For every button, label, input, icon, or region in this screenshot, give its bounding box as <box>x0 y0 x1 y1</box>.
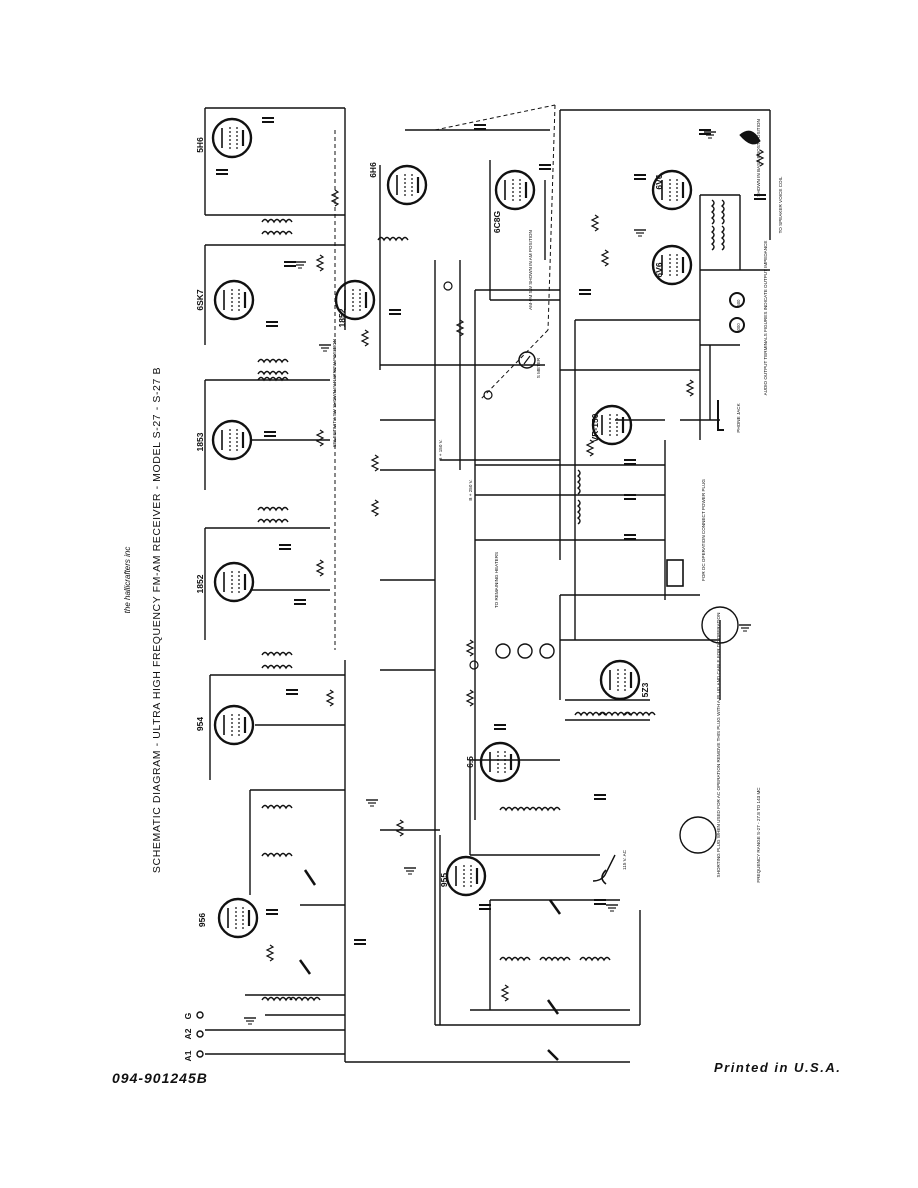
label-1852-b: 1852 <box>337 308 347 327</box>
label-jack-500: 500 <box>736 299 741 307</box>
label-a2: A2 <box>183 1028 193 1039</box>
tube-labels: 5H6 6SK7 1853 1852 954 956 1852 6H6 6C8G… <box>195 137 664 927</box>
label-954: 954 <box>195 717 205 731</box>
label-6h6: 6H6 <box>368 162 378 178</box>
note-heaters: TO REMAINING HEATERS <box>494 552 499 608</box>
gang-lines <box>334 104 556 650</box>
note-audio-output: AUDIO OUTPUT TERMINALS FIGURES INDICATE … <box>763 241 768 396</box>
label-956: 956 <box>197 913 207 927</box>
note-line: 115 V. AC <box>622 849 627 870</box>
label-a1: A1 <box>183 1050 193 1061</box>
note-freq-range: FREQUENCY RANGE S-27 - 27.8 TO 143 MC <box>756 787 761 883</box>
tube-956 <box>217 897 259 939</box>
label-6v6-b: 6V6 <box>654 262 664 277</box>
label-g: G <box>183 1012 193 1019</box>
label-6-5: 6.5 <box>465 756 475 768</box>
label-jack-5000: 5000 <box>736 323 741 333</box>
title-text: SCHEMATIC DIAGRAM - ULTRA HIGH FREQUENCY… <box>151 367 163 873</box>
label-1852-a: 1852 <box>195 574 205 593</box>
tube-5h6-top <box>211 117 253 159</box>
tube-6sk7 <box>213 279 255 321</box>
label-1853: 1853 <box>195 432 205 451</box>
tube-954 <box>213 704 255 746</box>
note-fm-am-switch: AM-FM SW SHOWN IN AM POSITION <box>528 230 533 310</box>
note-dc-power: FOR DC OPERATION CONNECT POWER PLUG <box>701 479 706 581</box>
part-number: 094-901245B <box>112 1070 208 1086</box>
label-5h6-top: 5H6 <box>195 137 205 153</box>
resistors <box>266 149 764 1002</box>
schematic-notes: AM-FM SW SHOWN IN AM POSITION SELECTIVIT… <box>332 119 783 882</box>
tube-1852-a <box>213 561 255 603</box>
wiring <box>204 107 771 1063</box>
label-5z3: 5Z3 <box>640 682 650 697</box>
tube-5z3 <box>599 659 641 701</box>
note-b150: B + 150 V. <box>438 439 443 460</box>
note-b250: B + 250 V. <box>468 479 473 500</box>
note-phone-jack: PHONE JACK <box>736 402 741 432</box>
capacitors <box>215 117 767 945</box>
tube-955 <box>445 855 487 897</box>
antenna-labels: A1 A2 G <box>183 1012 193 1061</box>
tube-6-5 <box>479 741 521 783</box>
note-speaker: TO SPEAKER VOICE COIL <box>778 176 783 233</box>
note-bass-boost: SHOWN IN BASS BOOST POSITION <box>756 119 761 197</box>
printed-in: Printed in U.S.A. <box>714 1060 842 1075</box>
label-6sk7: 6SK7 <box>195 289 205 311</box>
tube-1853 <box>211 419 253 461</box>
publisher-text: the hallicrafters inc <box>123 547 132 614</box>
label-6v6-a: 6V6 <box>654 174 664 189</box>
label-vr150: VR-150 <box>590 413 600 442</box>
label-6c8g: 6C8G <box>492 211 502 234</box>
note-s-meter: S METER <box>536 357 541 378</box>
tube-6c8g <box>494 169 536 211</box>
label-955: 955 <box>439 873 449 887</box>
note-selectivity: SELECTIVITY SW SHOWN IN NARROW POSITION <box>332 339 337 447</box>
tube-6h6 <box>386 164 428 206</box>
note-shorting-plug: SHORTING PLUG WHEN USED FOR AC OPERATION… <box>716 613 721 878</box>
misc-components <box>196 130 761 1061</box>
